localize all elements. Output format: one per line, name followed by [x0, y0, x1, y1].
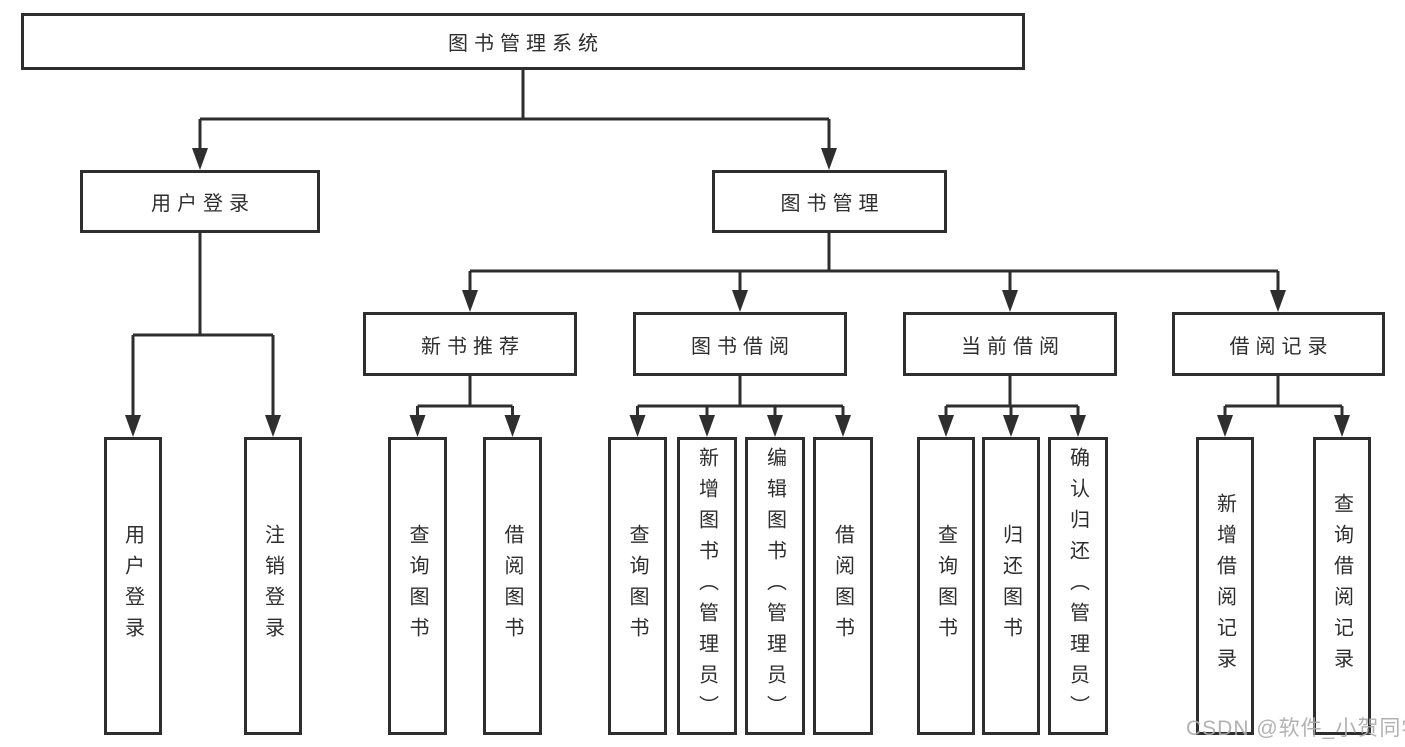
connector-current-borrow-children	[944, 376, 1080, 419]
arrow-down-icon	[699, 415, 715, 437]
node-borrow-records-label: 借阅记录	[1229, 335, 1334, 358]
leaf-user-login: 用户登录	[104, 437, 162, 735]
arrow-down-icon	[1270, 290, 1286, 312]
arrow-down-icon	[1070, 415, 1086, 437]
node-new-book-recommend: 新书推荐	[363, 312, 577, 376]
arrow-down-icon	[192, 148, 208, 170]
leaf-edit-book-admin: 编辑图书（管理员）	[745, 437, 805, 735]
connector-book-mgmt-to-level3	[468, 233, 1280, 292]
csdn-watermark: CSDN @软件_小贺同学	[1186, 717, 1405, 740]
leaf-label: 查询图书	[934, 524, 957, 648]
leaf-label: 查询借阅记录	[1330, 493, 1353, 679]
arrow-down-icon	[125, 415, 141, 437]
arrow-down-icon	[732, 290, 748, 312]
arrow-down-icon	[1217, 415, 1233, 437]
arrow-down-icon	[504, 415, 521, 437]
leaf-label: 确认归还（管理员）	[1066, 446, 1089, 726]
node-borrow-records: 借阅记录	[1172, 312, 1385, 376]
arrow-down-icon	[629, 415, 646, 437]
node-current-borrow: 当前借阅	[903, 312, 1117, 376]
leaf-label: 借阅图书	[501, 524, 523, 648]
leaf-return-book: 归还图书	[982, 437, 1040, 735]
arrow-down-icon	[1002, 290, 1018, 312]
node-book-borrow: 图书借阅	[633, 312, 847, 376]
leaf-add-borrow-record: 新增借阅记录	[1196, 437, 1254, 735]
leaf-borrow-book: 借阅图书	[813, 437, 873, 735]
leaf-label: 新增图书（管理员）	[695, 446, 718, 726]
leaf-label: 新增借阅记录	[1213, 493, 1236, 679]
leaf-label: 编辑图书（管理员）	[763, 446, 786, 726]
leaf-logout: 注销登录	[244, 437, 302, 735]
arrow-down-icon	[1334, 415, 1350, 437]
leaf-label: 用户登录	[121, 524, 144, 648]
connector-book-borrow-children	[636, 376, 845, 419]
node-book-management: 图书管理	[712, 170, 947, 233]
node-book-borrow-label: 图书借阅	[691, 335, 795, 358]
node-current-borrow-label: 当前借阅	[961, 335, 1065, 358]
connector-root-to-level1	[198, 70, 831, 150]
leaf-label: 注销登录	[261, 524, 284, 648]
arrowheads	[125, 148, 1350, 437]
leaf-query-book: 查询图书	[917, 437, 975, 735]
arrow-down-icon	[821, 148, 837, 170]
leaf-query-borrow-record: 查询借阅记录	[1313, 437, 1371, 735]
connector-borrow-records-children	[1223, 376, 1344, 419]
node-book-management-label: 图书管理	[780, 193, 885, 215]
node-user-login-label: 用户登录	[151, 193, 255, 215]
arrow-down-icon	[767, 415, 783, 437]
node-library-system-label: 图书管理系统	[448, 33, 604, 55]
leaf-query-book: 查询图书	[608, 437, 667, 735]
arrow-down-icon	[835, 415, 851, 437]
leaf-label: 查询图书	[626, 524, 648, 648]
node-new-book-recommend-label: 新书推荐	[421, 335, 525, 358]
leaf-borrow-book: 借阅图书	[483, 437, 542, 735]
connector-user-login-children	[131, 233, 275, 419]
arrow-down-icon	[462, 290, 478, 312]
leaf-label: 借阅图书	[831, 524, 854, 648]
leaf-query-book: 查询图书	[388, 437, 447, 735]
leaf-label: 归还图书	[999, 524, 1022, 648]
arrow-down-icon	[938, 415, 954, 437]
leaf-confirm-return-admin: 确认归还（管理员）	[1048, 437, 1108, 735]
connector-new-book-children	[416, 376, 514, 419]
arrow-down-icon	[265, 415, 281, 437]
arrow-down-icon	[409, 415, 426, 437]
leaf-label: 查询图书	[406, 524, 428, 648]
node-user-login: 用户登录	[80, 170, 320, 233]
node-library-system: 图书管理系统	[21, 13, 1025, 70]
leaf-add-book-admin: 新增图书（管理员）	[677, 437, 737, 735]
arrow-down-icon	[1003, 415, 1019, 437]
